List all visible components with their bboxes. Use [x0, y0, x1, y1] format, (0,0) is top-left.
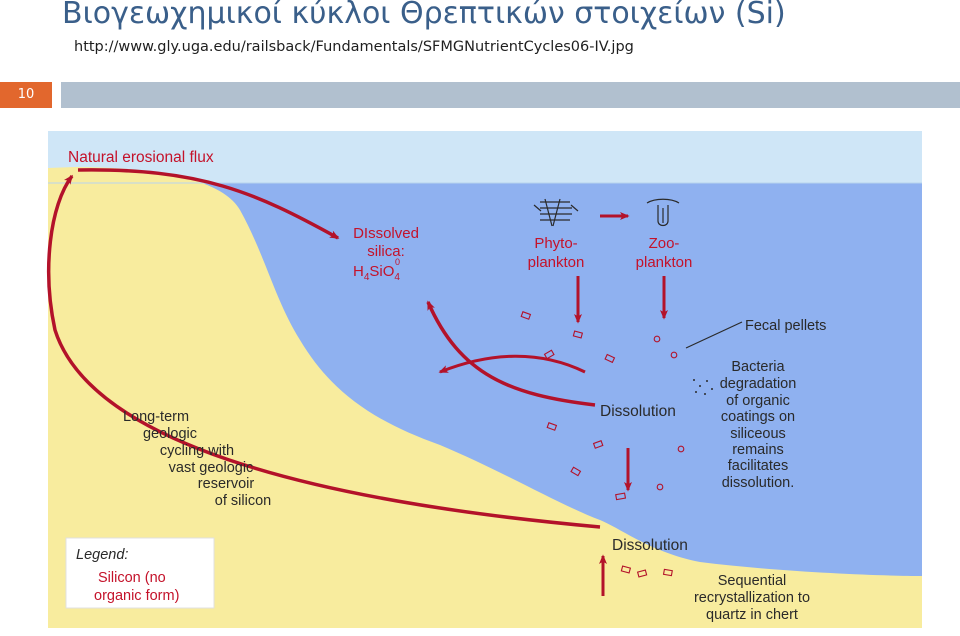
- svg-text:silica:: silica:: [367, 243, 405, 260]
- svg-text:vast geologic: vast geologic: [169, 460, 254, 476]
- svg-text:cycling with: cycling with: [160, 443, 234, 459]
- silicic-acid-formula: H4SiO40: [353, 257, 400, 283]
- zooplankton-label: Zoo- plankton: [636, 235, 693, 271]
- phytoplankton-label: Phyto- plankton: [528, 235, 585, 271]
- svg-text:plankton: plankton: [528, 254, 585, 271]
- svg-text:Zoo-: Zoo-: [649, 235, 680, 252]
- slide-title: Βιογεωχημικοί κύκλοι Θρεπτικών στοιχείων…: [62, 0, 786, 31]
- svg-text:recrystallization to: recrystallization to: [694, 590, 810, 606]
- dissolution-water-label: Dissolution: [600, 403, 676, 420]
- legend-title: Legend:: [76, 547, 128, 563]
- svg-text:facilitates: facilitates: [728, 458, 788, 474]
- phytoplankton-icon: [533, 198, 579, 227]
- slide-number-badge: 10: [0, 82, 52, 108]
- svg-text:Bacteria: Bacteria: [731, 359, 785, 375]
- sinking-particles: [520, 311, 685, 578]
- svg-text:plankton: plankton: [636, 254, 693, 271]
- bacteria-degradation-label: Bacteria degradation of organic coatings…: [720, 359, 797, 491]
- zooplankton-icon: [646, 198, 680, 227]
- fecal-pellets-pointer: [685, 321, 743, 349]
- svg-text:reservoir: reservoir: [198, 476, 255, 492]
- svg-text:dissolution.: dissolution.: [722, 475, 795, 491]
- erosional-flux-arrow: [77, 168, 340, 240]
- svg-text:of silicon: of silicon: [215, 493, 271, 509]
- svg-text:geologic: geologic: [143, 426, 197, 442]
- svg-text:Sequential: Sequential: [718, 573, 787, 589]
- svg-text:quartz in chert: quartz in chert: [706, 607, 798, 623]
- long-term-cycling-label: Long-term geologic cycling with vast geo…: [123, 409, 271, 509]
- svg-text:siliceous: siliceous: [730, 426, 786, 442]
- svg-text:Long-term: Long-term: [123, 409, 189, 425]
- dissolution-return-arrow: [426, 300, 596, 407]
- dissolution-sediment-label: Dissolution: [612, 537, 688, 554]
- svg-text:of organic: of organic: [726, 393, 790, 409]
- dissolution-side-arrow: [438, 354, 586, 374]
- legend-box: [65, 537, 215, 609]
- sequential-recrystallization-label: Sequential recrystallization to quartz i…: [694, 573, 810, 623]
- sky-region: [48, 131, 922, 184]
- header-divider-bar: [61, 82, 960, 108]
- bacteria-dots: [693, 379, 713, 395]
- dissolved-silica-label: DIssolved silica:: [353, 225, 419, 260]
- svg-text:degradation: degradation: [720, 376, 797, 392]
- svg-text:DIssolved: DIssolved: [353, 225, 419, 242]
- long-term-cycling-arrow: [47, 174, 601, 529]
- svg-text:coatings on: coatings on: [721, 409, 795, 425]
- svg-text:Phyto-: Phyto-: [534, 235, 577, 252]
- erosional-flux-label: Natural erosional flux: [68, 149, 214, 166]
- legend-item-line2: organic form): [94, 588, 179, 604]
- land-region: [48, 167, 922, 628]
- legend-item-line1: Silicon (no: [98, 570, 166, 586]
- svg-text:remains: remains: [732, 442, 784, 458]
- fecal-pellets-label: Fecal pellets: [745, 318, 826, 334]
- source-url[interactable]: http://www.gly.uga.edu/railsback/Fundame…: [74, 39, 634, 55]
